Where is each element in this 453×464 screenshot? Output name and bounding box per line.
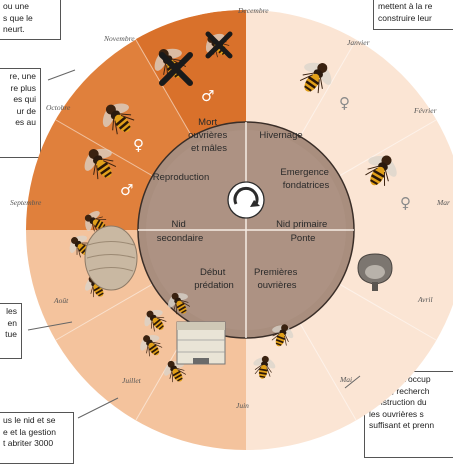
note-line: s que le	[3, 12, 33, 23]
note-line: en	[7, 317, 17, 328]
note-line: re plus	[10, 82, 36, 93]
month-aout: Août	[53, 296, 69, 305]
month-janvier: Janvier	[347, 38, 370, 47]
month-fevrier: Février	[413, 106, 437, 115]
note-line: neurt.	[3, 24, 25, 34]
note-left-low: les en tue	[0, 303, 22, 359]
note-line: re, une	[9, 71, 36, 81]
month-mai: Mai	[339, 375, 352, 384]
note-line: suffisant et prenn	[369, 420, 435, 430]
note-line: e et la gestion	[3, 426, 56, 437]
phase-nid-secondaire: Nid secondaire	[157, 219, 203, 244]
cycle-arrow-icon	[233, 186, 259, 205]
month-avril: Avril	[417, 295, 433, 304]
month-novembre: Novembre	[103, 34, 135, 43]
beehive-icon	[176, 321, 226, 365]
cycle-arrowhead-icon	[250, 200, 260, 207]
secondary-nest-icon	[84, 225, 138, 291]
note-line: les ouvrières s	[369, 408, 424, 419]
phase-mort: Mort ouvrières et mâles	[188, 117, 230, 154]
note-line: mettent à la re	[378, 1, 433, 11]
month-juillet: Juillet	[122, 376, 142, 385]
note-top-right: mettent à la re construire leur	[373, 0, 453, 30]
note-line: es au	[15, 117, 36, 127]
phase-premieres-ouvrieres: Premières ouvrières	[254, 267, 300, 291]
phase-nid-primaire: Nid primaire Ponte	[276, 219, 330, 244]
note-line: tue	[5, 329, 17, 339]
month-septembre: Septembre	[10, 198, 42, 207]
female-symbol-icon: ♀	[133, 136, 144, 154]
male-symbol-icon: ♂	[201, 87, 214, 105]
primary-nest-icon	[357, 253, 393, 291]
note-line: construire leur	[378, 12, 432, 23]
month-mars: Mar	[436, 198, 450, 207]
callout-lines	[27, 69, 361, 419]
note-line: es qui	[13, 94, 36, 104]
cross-icon	[205, 31, 233, 59]
phase-debut-predation: Début prédation	[194, 267, 234, 291]
note-line: ur de	[16, 105, 36, 116]
note-line: construction du	[369, 397, 427, 407]
phase-reproduction: Reproduction	[153, 172, 210, 183]
phase-hivernage: Hivernage	[259, 130, 302, 141]
phase-emergence: Emergence fondatrices	[280, 167, 331, 191]
note-line: larves, recherch	[369, 385, 430, 396]
note-left-mid: re, une re plus es qui ur de es au	[0, 68, 41, 158]
month-juin: Juin	[236, 401, 249, 410]
female-symbol-icon: ♀	[339, 94, 350, 112]
note-line: les	[6, 306, 17, 316]
note-line: t abriter 3000	[3, 438, 54, 448]
note-top-left: ou une s que le neurt.	[0, 0, 61, 40]
month-octobre: Octobre	[46, 103, 71, 112]
note-line: us le nid et se	[3, 415, 56, 425]
note-line: ou une	[3, 1, 29, 11]
month-decembre: Decembre	[237, 6, 269, 15]
cross-icon	[159, 52, 193, 86]
female-symbol-icon: ♀	[400, 194, 411, 212]
male-symbol-icon: ♂	[120, 181, 133, 199]
note-bottom-left: us le nid et se e et la gestion t abrite…	[0, 412, 74, 464]
